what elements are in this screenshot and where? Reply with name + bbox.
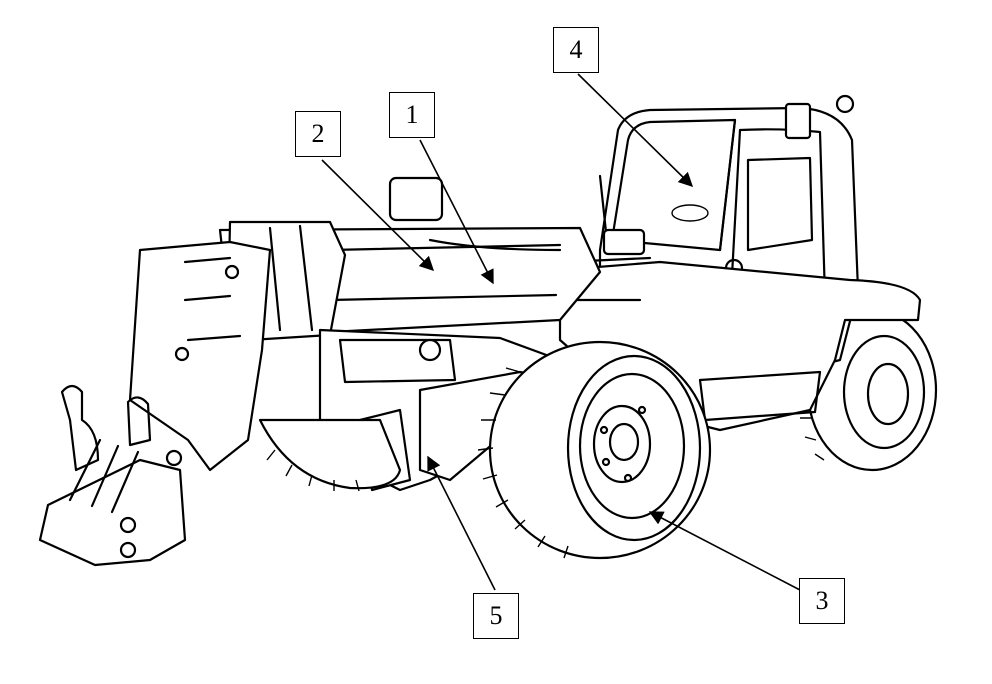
leader-3 bbox=[648, 511, 801, 591]
callout-2: 2 bbox=[295, 111, 341, 157]
leader-1 bbox=[419, 139, 494, 285]
leader-lines bbox=[321, 73, 801, 591]
callout-5: 5 bbox=[473, 593, 519, 639]
callout-4: 4 bbox=[553, 27, 599, 73]
fork-carriage bbox=[38, 240, 272, 567]
leader-2 bbox=[321, 159, 435, 272]
leader-4 bbox=[577, 73, 694, 188]
front-left-wheel bbox=[258, 418, 402, 492]
front-right-wheel bbox=[477, 340, 712, 560]
leader-5 bbox=[427, 455, 496, 591]
callout-1: 1 bbox=[389, 92, 435, 138]
callout-3: 3 bbox=[799, 578, 845, 624]
